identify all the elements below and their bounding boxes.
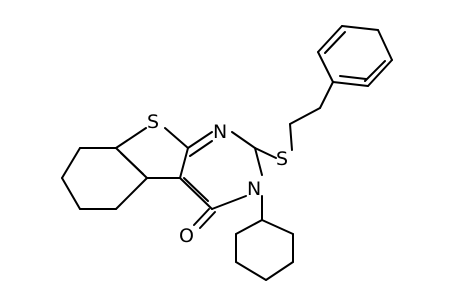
bond (377, 29, 393, 61)
bond (187, 131, 213, 149)
carbonyl-group (193, 208, 216, 229)
cyclohexyl-group (235, 195, 294, 281)
bond (231, 131, 256, 149)
bond (341, 25, 379, 31)
bond (339, 75, 367, 80)
bond (164, 127, 189, 149)
bond (120, 152, 144, 175)
bond (324, 31, 346, 54)
atom-label-sulfur-thioether: S (276, 148, 288, 170)
bond (367, 59, 393, 87)
bond (319, 81, 334, 109)
bond (261, 219, 294, 235)
atom-label-sulfur-ring: S (147, 111, 159, 133)
atom-label-nitrogen-amide: N (247, 178, 261, 200)
cyclohexene-ring (61, 147, 148, 210)
bond (364, 60, 386, 82)
atom-label-nitrogen-imine: N (213, 121, 227, 143)
bond (265, 261, 294, 281)
bond (235, 219, 263, 235)
bond (211, 195, 247, 210)
bond (289, 107, 321, 125)
bond (179, 177, 213, 210)
bond (289, 123, 293, 151)
bond (179, 147, 189, 179)
bond (199, 211, 216, 229)
bond (61, 177, 81, 210)
bond (254, 147, 277, 159)
atom-label-oxygen: O (179, 225, 194, 247)
pyrimidinone-ring (179, 131, 263, 210)
bond (183, 177, 209, 202)
bond (332, 81, 369, 87)
bond (317, 25, 343, 53)
phenethylthio-chain (254, 81, 334, 159)
bond (193, 208, 210, 226)
bond (189, 140, 213, 157)
bond (317, 51, 334, 83)
bond (61, 147, 81, 179)
bond (115, 177, 148, 210)
phenyl-ring (317, 25, 393, 87)
bond (254, 147, 263, 176)
bond (115, 127, 147, 149)
thiophene-ring (115, 127, 189, 179)
bond (235, 261, 267, 281)
